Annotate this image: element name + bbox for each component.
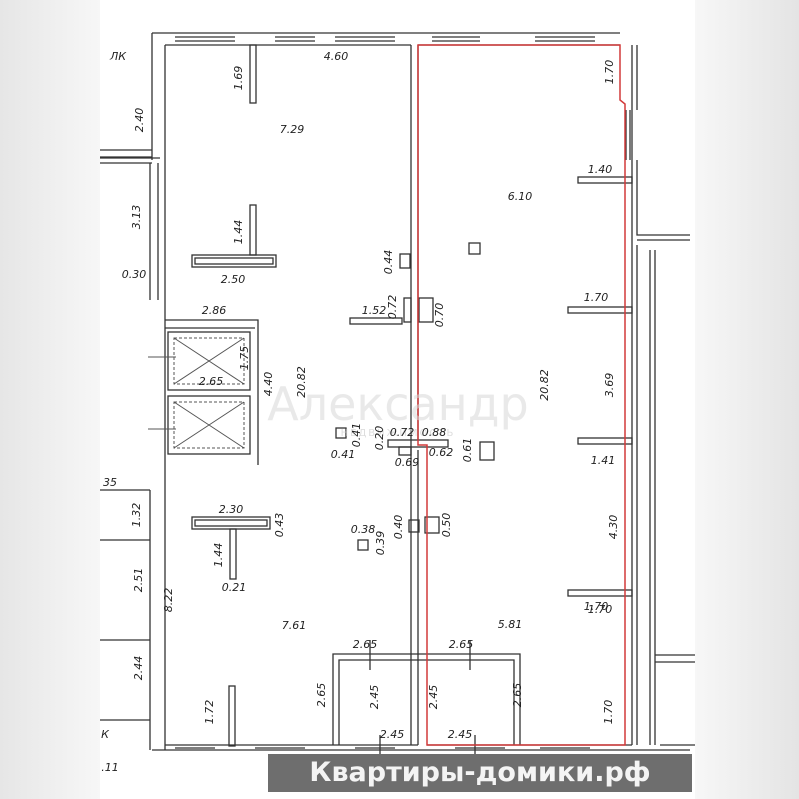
dimension-label: 2.65 <box>511 683 524 708</box>
dimension-label: 0.72 <box>386 295 399 320</box>
dimension-label: 1.69 <box>232 66 245 91</box>
dimension-label: 2.45 <box>448 728 473 741</box>
elevator-shafts <box>148 337 245 449</box>
dimension-label: 0.62 <box>429 446 454 459</box>
watermark-agency-name: Александр <box>267 377 529 431</box>
dimension-label: 1.70 <box>584 291 609 304</box>
dimension-label: 4.60 <box>324 50 349 63</box>
dimension-label: 0.21 <box>222 581 247 594</box>
dimension-label: К <box>101 728 110 741</box>
dimension-label: 4.40 <box>262 372 275 397</box>
dimension-label: 1.72 <box>203 700 216 725</box>
watermark-agency-sub: НЕДВИЖИМОСТЬ <box>341 428 456 439</box>
dimension-label: 0.41 <box>331 448 356 461</box>
dimension-label: 7.61 <box>282 619 307 632</box>
blurred-margin-right <box>695 0 799 799</box>
dimension-label: 1.75 <box>238 346 251 371</box>
blurred-margin-left <box>0 0 100 799</box>
dimension-label: 0.39 <box>374 531 387 556</box>
dimension-label: 1.70 <box>602 700 615 725</box>
dimension-label: 2.65 <box>315 683 328 708</box>
dimension-label: 0.38 <box>351 523 376 536</box>
dimension-label: 1.70 <box>603 60 616 85</box>
dimension-label: 0.40 <box>392 515 405 540</box>
dimension-label: 0.88 <box>422 426 447 439</box>
dimension-label: 6.10 <box>508 190 533 203</box>
dimension-label: 35 <box>103 476 117 489</box>
dimension-label: 1.70 <box>588 603 613 616</box>
dimension-label: 7.29 <box>280 123 305 136</box>
dimension-label: 2.40 <box>133 108 146 133</box>
dimension-label: 1.44 <box>212 543 225 568</box>
dimension-label: 0.43 <box>273 513 286 538</box>
dimension-label: 4.30 <box>607 515 620 540</box>
dimension-label: 0.41 <box>350 423 363 448</box>
dimension-label: 0.44 <box>382 250 395 275</box>
highlighted-unit-outline <box>417 44 626 746</box>
dimension-labels: ЛК 4.60 1.69 7.29 2.40 3.13 1.44 0.30 2.50 0.44 0.… <box>101 50 620 778</box>
dimension-label: 1.32 <box>130 503 143 528</box>
dimension-label: 1.70 <box>584 600 609 613</box>
dimension-label: 3.13 <box>130 205 143 230</box>
site-watermark-banner: Квартиры-домики.рф <box>268 754 692 792</box>
dimension-label: 0.61 <box>461 438 474 463</box>
dimension-label: 2.86 <box>202 304 227 317</box>
dimension-label: 2.45 <box>368 685 381 710</box>
dimension-label: 2.65 <box>353 638 378 651</box>
dimension-label: 20.82 <box>538 369 551 401</box>
dimension-label: 20.82 <box>295 366 308 398</box>
dimension-label: 1.52 <box>362 304 387 317</box>
dimension-label: 0.70 <box>433 303 446 328</box>
dimension-label: 2.50 <box>221 273 246 286</box>
dimension-label: 0.20 <box>373 426 386 451</box>
dimension-label: 8.22 <box>162 588 175 613</box>
dimension-label: 1.40 <box>588 163 613 176</box>
dimension-label: 0.69 <box>395 456 420 469</box>
dimension-label: 2.51 <box>132 568 145 593</box>
dimension-label: 3.69 <box>603 373 616 398</box>
dimension-label: ЛК <box>109 50 127 63</box>
dimension-label: 2.65 <box>449 638 474 651</box>
dimension-label: 0.50 <box>440 513 453 538</box>
dimension-label: .11 <box>101 761 119 774</box>
dimension-label: 5.81 <box>498 618 523 631</box>
dimension-label: 1.44 <box>232 220 245 245</box>
dimension-label: 2.45 <box>427 685 440 710</box>
agency-watermark: Александр НЕДВИЖИМОСТЬ <box>267 377 529 439</box>
dimension-label: 0.72 <box>390 426 415 439</box>
plan-sheet <box>100 0 695 799</box>
dimension-label: 2.30 <box>219 503 244 516</box>
dimension-label: 2.44 <box>132 656 145 681</box>
dimension-label: 2.65 <box>199 375 224 388</box>
dimension-label: 1.41 <box>591 454 616 467</box>
dimension-label: 0.30 <box>122 268 147 281</box>
dimension-label: 2.45 <box>380 728 405 741</box>
